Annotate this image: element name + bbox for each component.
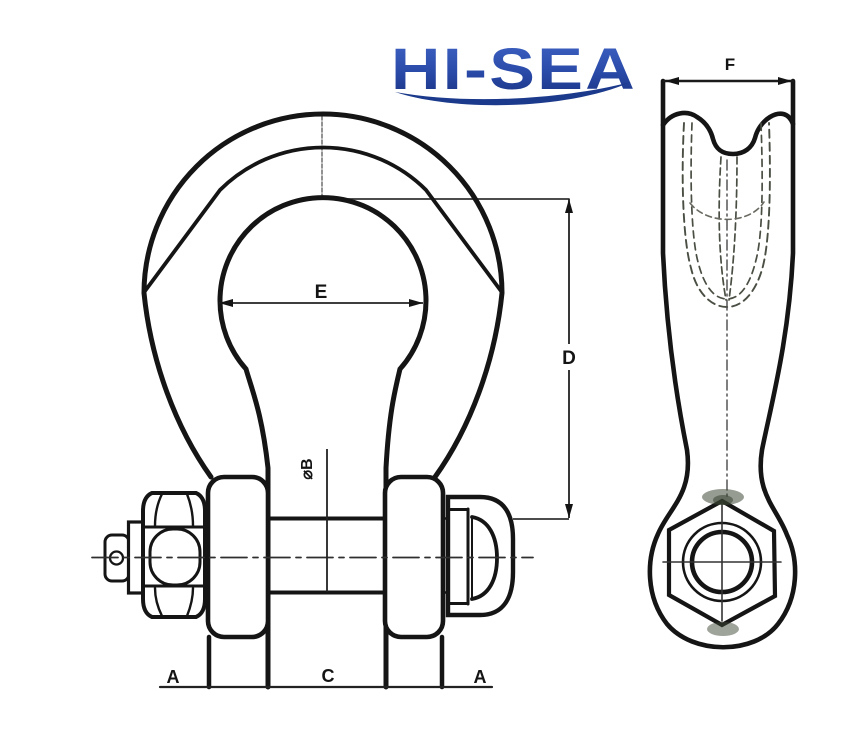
- bow-chamfer-line: [143, 145, 503, 293]
- bolt-head-outline: [445, 494, 516, 618]
- dim-label-a-right: A: [474, 667, 487, 687]
- dim-d-arrow-top: [565, 199, 573, 213]
- logo-swoosh-shape: [395, 82, 631, 106]
- hex-nut-outline: [141, 491, 207, 619]
- bow-outer-profile: [141, 111, 505, 480]
- dim-f-arrow-left: [665, 77, 679, 85]
- side-body-outline: [647, 78, 798, 650]
- dim-f-arrow-right: [778, 77, 792, 85]
- dim-label-e: E: [315, 282, 328, 303]
- side-saddle-curve: [660, 110, 796, 157]
- side-view-dimensions: F: [663, 55, 794, 85]
- dim-d-label-mask: [558, 344, 580, 370]
- dim-label-b: ⌀B: [299, 458, 316, 479]
- dim-label-d: D: [562, 348, 576, 369]
- hidden-slot-inner-dashed: [690, 122, 763, 300]
- hex-nut-chamfer-curves: [153, 492, 195, 618]
- side-view: [647, 78, 798, 650]
- bow-inner-opening: [217, 195, 429, 690]
- dim-label-a-left: A: [167, 667, 180, 687]
- smudge-top-dark: [713, 495, 733, 505]
- dim-d-arrow-bottom: [565, 504, 573, 518]
- dim-label-c: C: [322, 666, 335, 686]
- dim-e-arrow-right: [409, 299, 423, 307]
- hidden-cross-arc: [689, 201, 765, 221]
- smudge-bottom: [707, 622, 739, 636]
- dim-e-arrow-left: [219, 299, 233, 307]
- front-view-dimensions: E D ⌀B A C A: [167, 199, 580, 687]
- front-view: [91, 111, 570, 690]
- dim-label-f: F: [725, 55, 735, 74]
- hidden-taper-dashed: [718, 156, 738, 301]
- hi-sea-logo: HI-SEA: [391, 37, 635, 106]
